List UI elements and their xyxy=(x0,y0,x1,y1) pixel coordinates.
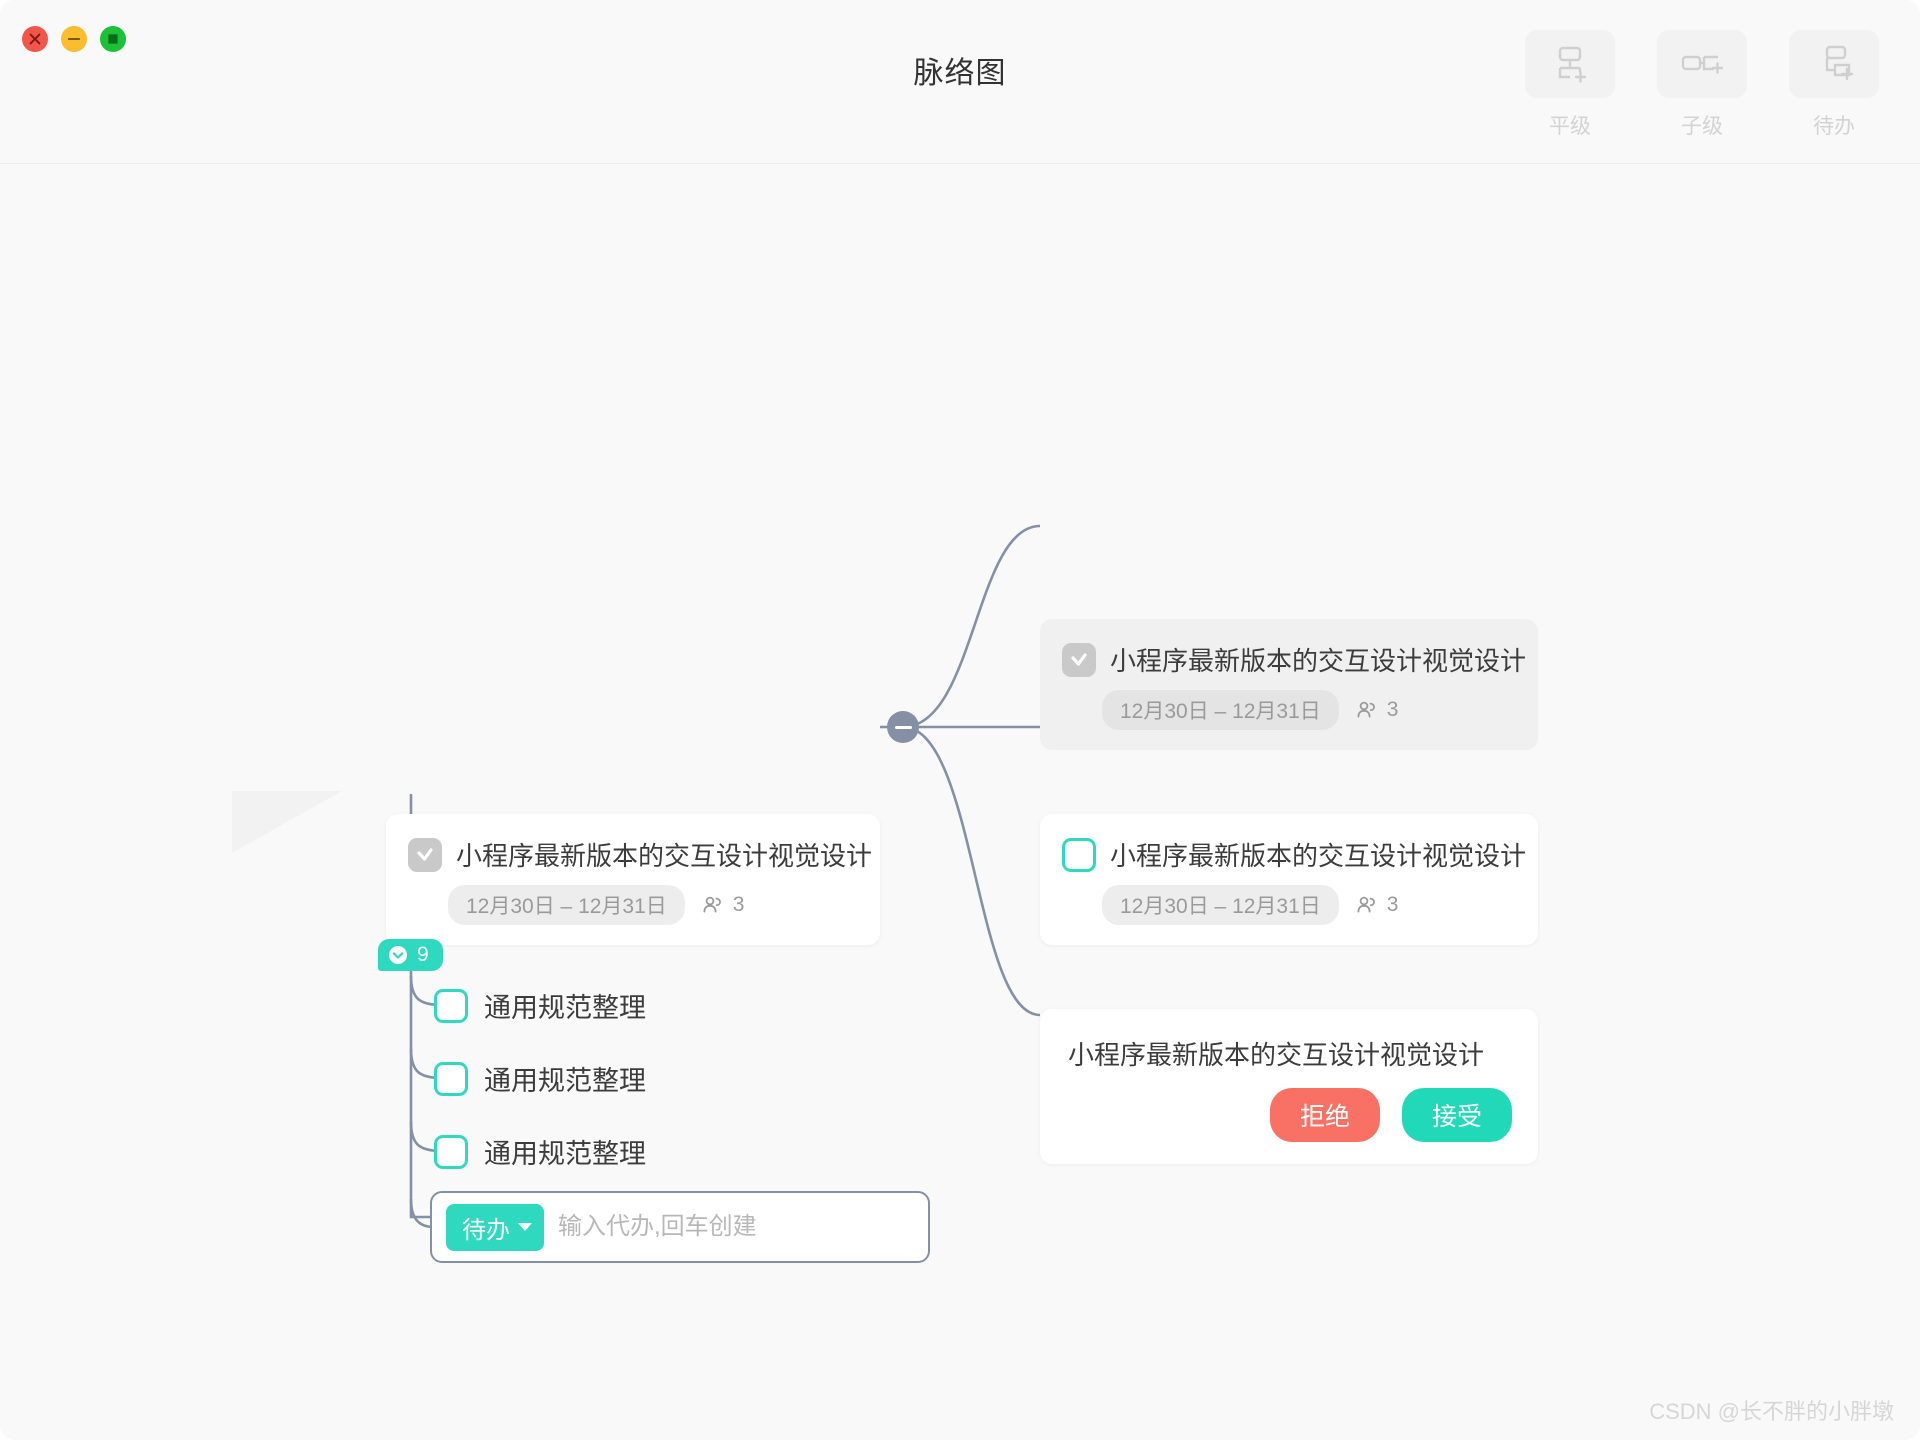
todo-type-label: 待办 xyxy=(462,1216,510,1244)
main-node-date-range: 12月30日 – 12月31日 xyxy=(448,885,685,925)
mindmap-canvas[interactable]: 小程序最新版本的交互设计视觉设计 12月30日 – 12月31日 3 xyxy=(0,164,1920,1440)
collapse-toggle-button[interactable] xyxy=(887,711,919,743)
minimize-window-icon[interactable] xyxy=(61,26,87,52)
right-node-2-header: 小程序最新版本的交互设计视觉设计 xyxy=(1062,836,1526,873)
main-node-count-badge[interactable]: 9 xyxy=(378,939,443,971)
main-node-header: 小程序最新版本的交互设计视觉设计 xyxy=(408,836,872,873)
toolbar-label-sibling: 平级 xyxy=(1549,115,1591,138)
right-node-2-checkbox[interactable] xyxy=(1062,837,1096,872)
sub-item-3-checkbox[interactable] xyxy=(434,1134,468,1169)
todo-type-dropdown[interactable]: 待办 xyxy=(446,1203,544,1251)
toolbar-label-child: 子级 xyxy=(1681,115,1723,138)
main-node-title: 小程序最新版本的交互设计视觉设计 xyxy=(456,841,873,871)
people-icon xyxy=(1357,701,1375,718)
right-node-2-meta: 12月30日 – 12月31日 3 xyxy=(1102,885,1512,925)
checkmark-icon xyxy=(1071,652,1087,666)
minus-icon xyxy=(894,725,912,729)
people-icon xyxy=(703,896,721,913)
close-window-icon[interactable] xyxy=(22,26,48,52)
todo-text-input[interactable] xyxy=(558,1213,914,1241)
reject-button[interactable]: 拒绝 xyxy=(1269,1088,1380,1142)
main-node-badge-count: 9 xyxy=(417,943,429,966)
toolbar: 平级 子级 xyxy=(1518,30,1886,140)
sub-item-2-label: 通用规范整理 xyxy=(484,1066,646,1096)
toolbar-button-todo[interactable]: 待办 xyxy=(1782,30,1886,140)
right-node-2-people: 3 xyxy=(1355,893,1399,917)
sub-item-3[interactable]: 通用规范整理 xyxy=(434,1132,646,1171)
sub-item-2[interactable]: 通用规范整理 xyxy=(434,1059,646,1098)
main-node-checkbox[interactable] xyxy=(408,837,442,872)
right-node-1-date-range: 12月30日 – 12月31日 xyxy=(1102,690,1339,730)
invite-card-actions: 拒绝 接受 xyxy=(1066,1088,1512,1142)
right-node-1-checkbox[interactable] xyxy=(1062,642,1096,677)
right-node-1-header: 小程序最新版本的交互设计视觉设计 xyxy=(1062,641,1526,678)
right-node-2-title: 小程序最新版本的交互设计视觉设计 xyxy=(1110,841,1527,871)
accept-button[interactable]: 接受 xyxy=(1401,1088,1512,1142)
toolbar-button-child[interactable]: 子级 xyxy=(1650,30,1754,140)
main-node-card[interactable]: 小程序最新版本的交互设计视觉设计 12月30日 – 12月31日 3 xyxy=(378,814,880,971)
todo-input-row[interactable]: 待办 xyxy=(430,1191,930,1263)
invite-card-title: 小程序最新版本的交互设计视觉设计 xyxy=(1068,1040,1485,1070)
right-node-2-date-range: 12月30日 – 12月31日 xyxy=(1102,885,1339,925)
main-node-people-count: 3 xyxy=(732,893,745,916)
toolbar-label-todo: 待办 xyxy=(1813,115,1855,138)
checkmark-icon xyxy=(417,847,433,861)
main-node-meta: 12月30日 – 12月31日 3 xyxy=(448,885,854,925)
sub-item-1-checkbox[interactable] xyxy=(434,988,468,1023)
sub-item-3-label: 通用规范整理 xyxy=(484,1139,646,1169)
maximize-window-icon[interactable] xyxy=(100,26,126,52)
title-bar: 脉络图 平级 xyxy=(0,0,1920,164)
add-child-node-icon xyxy=(1681,55,1724,74)
traffic-light-group xyxy=(22,26,126,52)
people-icon xyxy=(1357,896,1375,913)
right-node-2-people-count: 3 xyxy=(1386,893,1399,916)
sub-item-1-label: 通用规范整理 xyxy=(484,993,646,1023)
add-child-node-icon-box xyxy=(1657,30,1747,98)
add-todo-node-icon-box xyxy=(1789,30,1879,98)
invite-node-card[interactable]: 小程序最新版本的交互设计视觉设计 拒绝 接受 xyxy=(1040,1009,1538,1164)
collapse-check-icon xyxy=(389,946,407,964)
toolbar-button-sibling[interactable]: 平级 xyxy=(1518,30,1622,140)
right-node-card-1[interactable]: 小程序最新版本的交互设计视觉设计 12月30日 – 12月31日 3 xyxy=(1040,619,1538,750)
main-node-people: 3 xyxy=(701,893,745,917)
right-node-1-people-count: 3 xyxy=(1386,698,1399,721)
sub-item-1[interactable]: 通用规范整理 xyxy=(434,986,646,1025)
chevron-down-icon xyxy=(518,1223,532,1231)
add-sibling-node-icon-box xyxy=(1525,30,1615,98)
right-node-1-title: 小程序最新版本的交互设计视觉设计 xyxy=(1110,646,1527,676)
sub-item-2-checkbox[interactable] xyxy=(434,1061,468,1096)
watermark-text: CSDN @长不胖的小胖墩 xyxy=(1649,1399,1894,1424)
decorative-triangle xyxy=(232,791,342,853)
right-node-card-2[interactable]: 小程序最新版本的交互设计视觉设计 12月30日 – 12月31日 3 xyxy=(1040,814,1538,945)
add-sibling-node-icon xyxy=(1558,46,1587,83)
right-node-1-meta: 12月30日 – 12月31日 3 xyxy=(1102,690,1512,730)
right-node-1-people: 3 xyxy=(1355,698,1399,722)
add-todo-node-icon xyxy=(1825,45,1854,81)
page-title: 脉络图 xyxy=(913,57,1007,90)
